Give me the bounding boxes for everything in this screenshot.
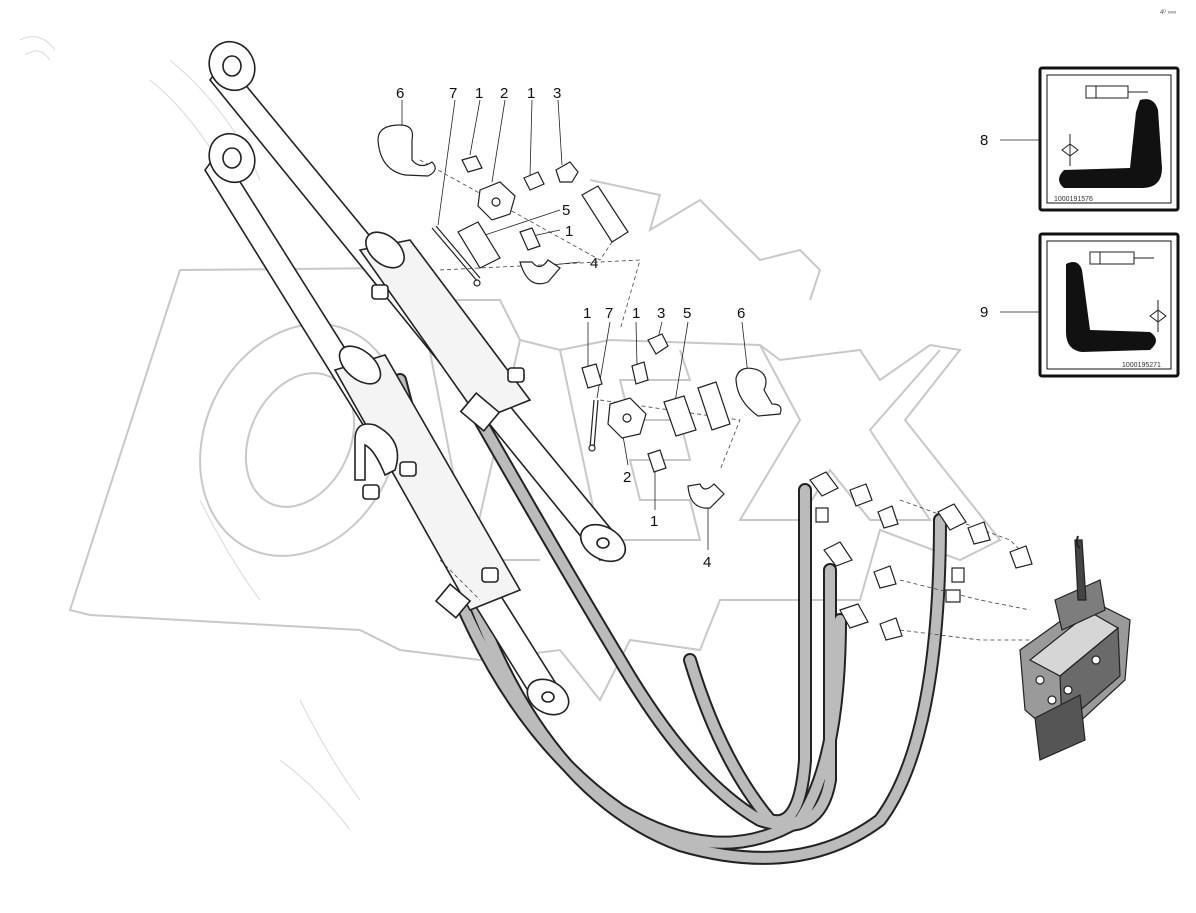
callout-lower-3: 3 [657,305,665,322]
lever-lower-icon [1066,262,1156,352]
callout-decal-8: 8 [980,132,988,149]
pipe-upper [581,185,629,243]
fitting-upper-1c [519,227,541,251]
hydraulic-cylinder-lower [204,132,570,716]
callout-upper-5: 5 [562,202,570,219]
lower-parts-group [581,333,782,509]
callout-lower-1a: 1 [583,305,591,322]
callout-upper-6: 6 [396,85,404,102]
coupler-lower [663,395,697,437]
callout-lower-1b: 1 [632,305,640,322]
fitting-lower-1b [631,361,649,385]
callout-lower-4: 4 [703,554,711,571]
cylinder-symbol-icon-2 [1089,251,1154,265]
hose-clamp-upper [377,124,436,177]
callout-upper-7: 7 [449,85,457,102]
callout-lower-2: 2 [623,469,631,486]
fitting-lower-1c [647,449,667,473]
decal-code-9: 1000195271 [1122,362,1161,369]
valve-stem-lower [589,399,599,449]
background-sketch [19,36,361,831]
callout-upper-1c: 1 [565,223,573,240]
decal-9: 1000195271 9 [980,232,1180,378]
fitting-upper-1b [523,171,545,191]
cylinder-symbol-icon [1085,85,1148,99]
elbow-upper-3 [555,161,579,183]
callout-lower-6: 6 [737,305,745,322]
callout-upper-4: 4 [590,255,598,272]
fitting-lower-1a [581,363,603,389]
callout-upper-1a: 1 [475,85,483,102]
valve-symbol-icon-2 [1149,300,1167,332]
hydraulic-cylinder-upper [208,40,627,563]
callout-lower-7: 7 [605,305,613,322]
pipe-lower [697,381,731,431]
elbow-upper-4 [519,259,561,285]
valve-stem-upper [431,225,481,283]
fitting-upper-1a [461,155,483,173]
callouts-lower: 1 7 1 3 5 6 2 1 4 [583,305,745,571]
decal-8: 1000191576 8 [980,66,1180,212]
decal-code-8: 1000191576 [1054,196,1093,203]
lever-lift-icon [1059,99,1162,188]
part-leader-lines [401,99,1040,550]
callout-upper-1b: 1 [527,85,535,102]
corner-mark: 4ᴰ ∞∞ [1160,9,1176,16]
callout-upper-2: 2 [500,85,508,102]
upper-parts-group [377,124,629,287]
elbow-lower-4 [687,483,725,509]
coupler-upper [457,221,501,269]
callout-lower-1c: 1 [650,513,658,530]
callout-decal-9: 9 [980,304,988,321]
valve-symbol-icon [1061,134,1079,166]
valve-fittings [809,471,1033,641]
hose-clamp-lower [735,367,782,417]
elbow-lower-3 [647,333,669,355]
callouts-upper: 6 7 1 2 1 3 5 1 4 [396,85,598,272]
callout-lower-5: 5 [683,305,691,322]
control-valve-assembly [1019,535,1131,761]
callout-upper-3: 3 [553,85,561,102]
